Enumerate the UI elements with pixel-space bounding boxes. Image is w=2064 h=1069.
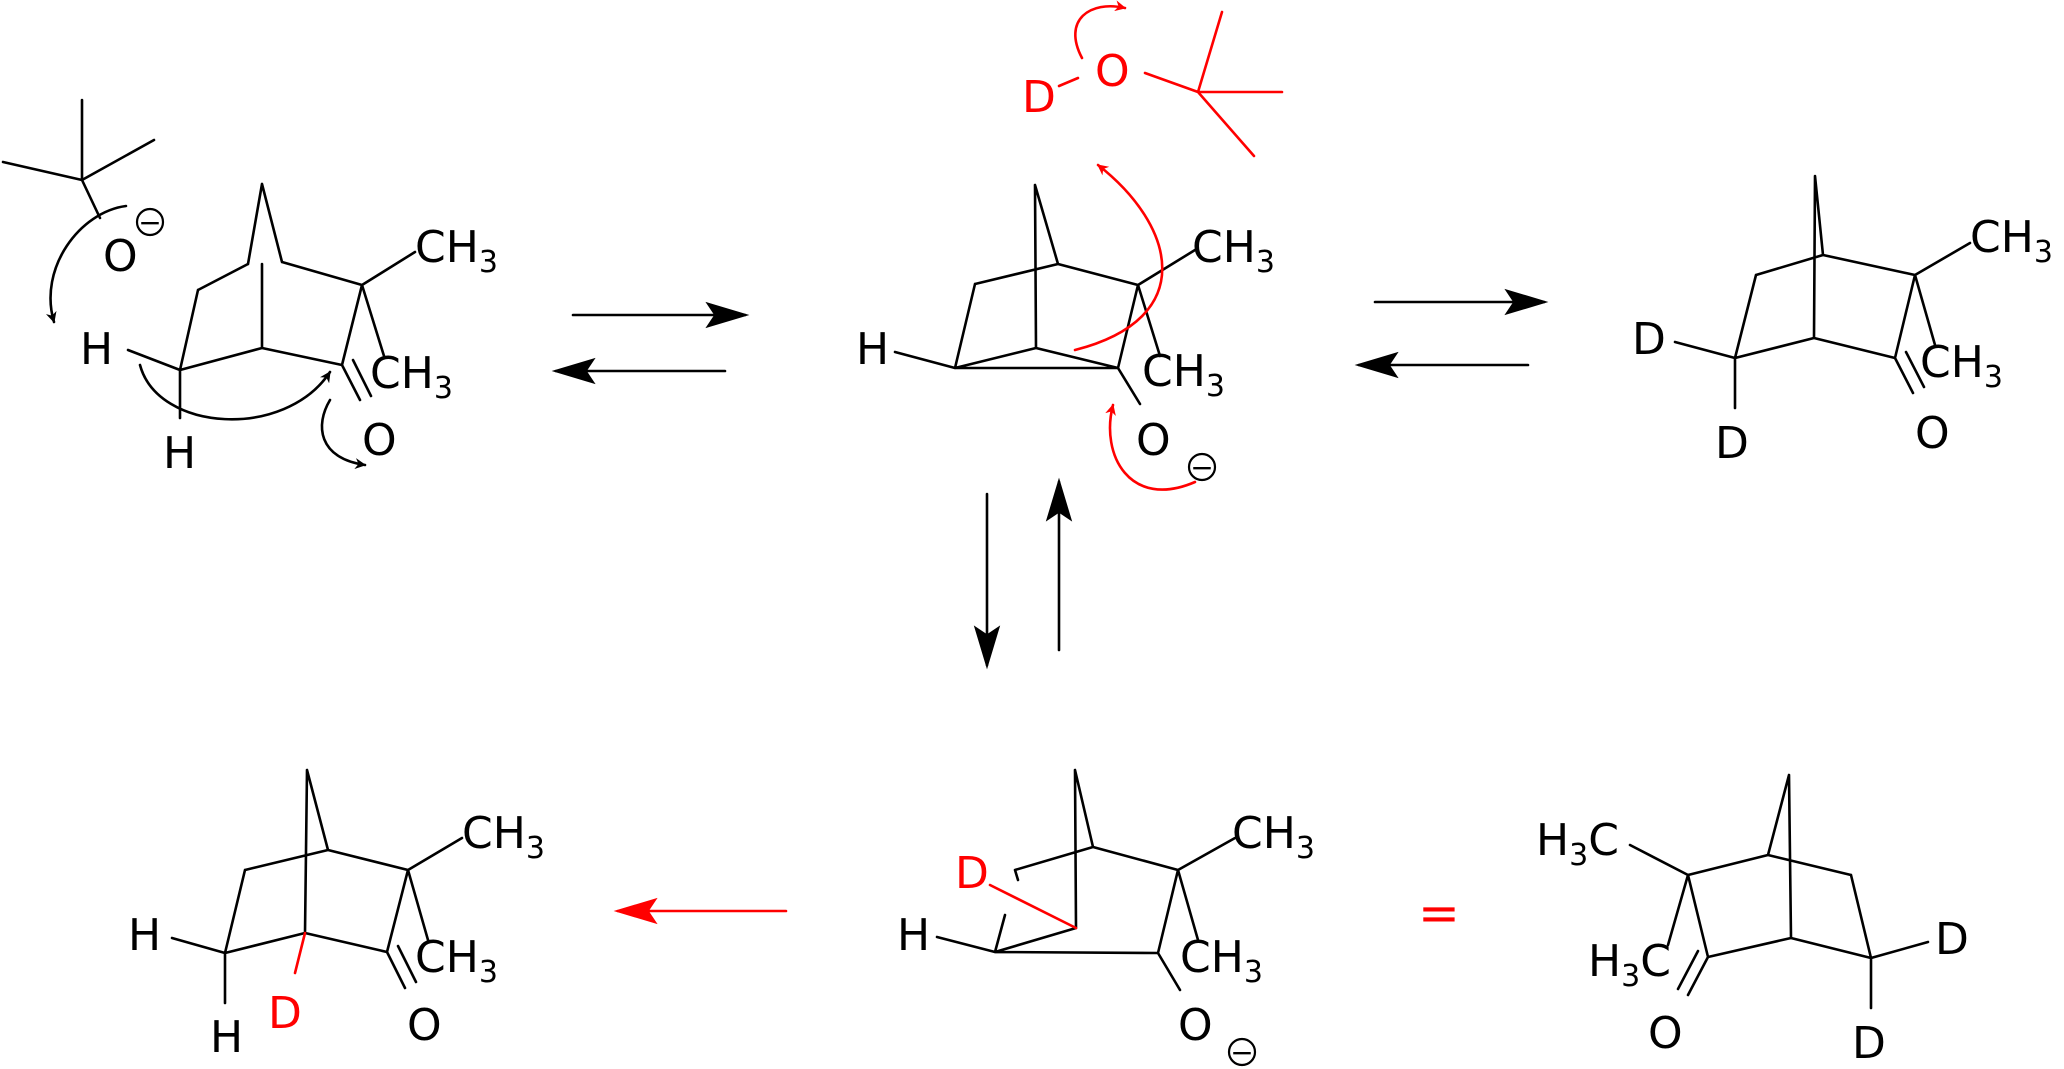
deuterium-label: D (1632, 314, 1666, 365)
camphor-skeleton (170, 768, 464, 1005)
carbonyl-oxygen: O (407, 1000, 442, 1051)
tert-butanol-d: D O (1022, 0, 1284, 158)
monodeuterio-camphor-product: CH3 CH3 H H D O (128, 768, 545, 1063)
methyl-label: CH3 (1232, 808, 1315, 866)
hydrogen-label: H (856, 324, 889, 375)
hydrogen-label: H (163, 428, 196, 479)
hydrogen-label: H (897, 910, 930, 961)
methyl-label: CH3 (415, 932, 498, 990)
methyl-label: CH3 (1180, 932, 1263, 990)
equilibrium-arrows (1354, 288, 1549, 379)
camphor-skeleton (126, 182, 417, 420)
negative-charge-sign: − (138, 206, 161, 239)
deuterium-bond (988, 883, 1078, 930)
curved-arrow (1105, 403, 1197, 491)
methyl-label: CH3 (1920, 337, 2003, 395)
dideuterio-camphor-mirrored: H3C H3C D D O (1536, 773, 1969, 1069)
alkoxide-oxygen: O (1178, 1000, 1213, 1051)
negative-charge-sign: − (1230, 1036, 1253, 1069)
negative-charge-circle (135, 207, 165, 237)
alkoxide-oxygen: O (1136, 415, 1171, 466)
carbonyl-oxygen: O (1648, 1008, 1683, 1059)
negative-charge-circle (1227, 1037, 1257, 1067)
equivalence-sign: = (1418, 884, 1460, 942)
negative-charge-circle (1187, 452, 1217, 482)
camphor-skeleton (1628, 773, 1930, 1010)
methyl-label: H3C (1536, 815, 1619, 873)
carbonyl-oxygen: O (1915, 408, 1950, 459)
deuterium-label: D (1715, 418, 1749, 469)
curved-arrow (45, 204, 128, 324)
electron-pushing-arrows (1073, 163, 1197, 491)
methyl-label: CH3 (462, 808, 545, 866)
curved-arrow (1074, 0, 1127, 60)
deuterium-label: D (268, 988, 302, 1039)
hydrogen-label: H (80, 324, 113, 375)
deuterated-cyclopropoxide-intermediate: D CH3 CH3 H O − (897, 768, 1315, 1069)
curved-arrow (138, 363, 332, 421)
hydrogen-label: H (210, 1012, 243, 1063)
negative-charge-sign: − (1190, 451, 1213, 484)
deuterium-label: D (955, 848, 989, 899)
alkoxide-oxygen: O (103, 231, 138, 282)
methyl-label: CH3 (1192, 222, 1275, 280)
methyl-label: CH3 (1142, 346, 1225, 404)
hydroxyl-oxygen: O (1095, 46, 1130, 97)
methyl-label: CH3 (370, 348, 453, 406)
curved-arrow (1073, 163, 1164, 352)
camphor-skeleton (1673, 174, 1972, 410)
vertical-equilibrium-arrows (973, 477, 1073, 670)
homoenolate-intermediate: D O CH3 CH3 H O − (856, 0, 1284, 491)
curved-arrow (320, 398, 367, 469)
methyl-label: CH3 (1970, 212, 2053, 270)
hydrogen-label: H (128, 910, 161, 961)
equilibrium-arrows (551, 301, 750, 385)
cyclopropane-skeleton (935, 768, 1237, 992)
methyl-label: H3C (1588, 936, 1671, 994)
electron-pushing-arrows (45, 204, 367, 469)
camphor-with-tert-butoxide: O − CH3 CH3 H H O (1, 98, 498, 479)
tert-butoxide-base: O − (1, 98, 165, 282)
carbonyl-oxygen: O (362, 415, 397, 466)
deuterium-bond (293, 931, 307, 975)
methyl-label: CH3 (415, 222, 498, 280)
deuterium-label: D (1935, 914, 1969, 965)
dideuterio-camphor-product: CH3 CH3 D D O (1632, 174, 2053, 469)
deuterium-label: D (1022, 72, 1056, 123)
deuterium-label: D (1852, 1018, 1886, 1069)
